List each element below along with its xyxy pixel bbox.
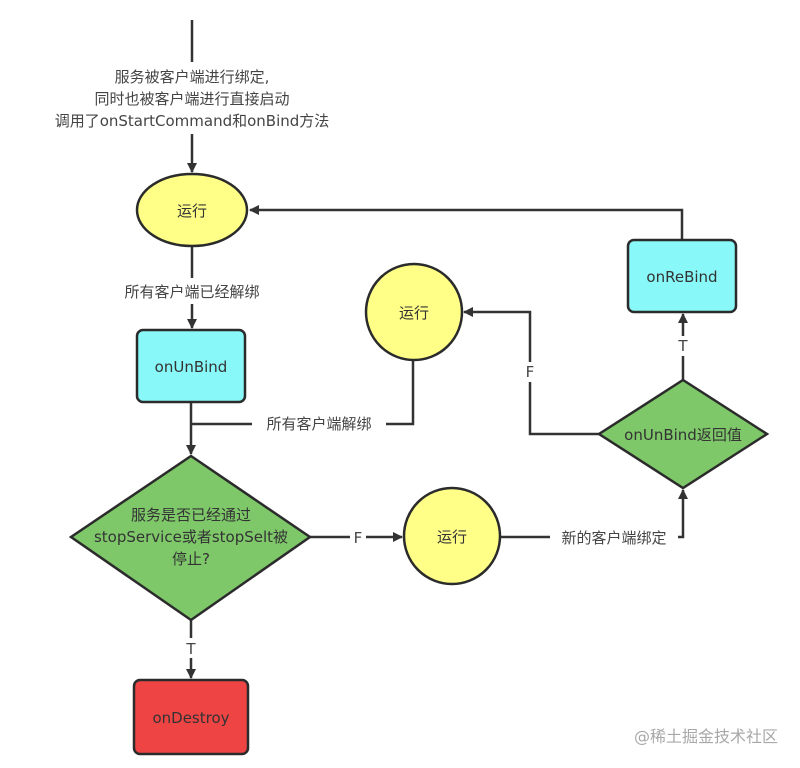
on-destroy-label: onDestroy (152, 709, 229, 727)
running-main-label: 运行 (177, 202, 207, 220)
edge-label-return-false: F (526, 363, 535, 381)
edge-label-all-clients-unbind: 所有客户端解绑 (266, 415, 371, 433)
on-rebind-box (626, 238, 738, 314)
stopped-decision-diamond (68, 454, 313, 622)
intro-label-line-3: 调用了onStartCommand和onBind方法 (55, 112, 330, 130)
node-running-waiting: 运行 (364, 262, 464, 362)
running-continue-circle (402, 486, 502, 586)
running-continue-label: 运行 (437, 528, 467, 546)
edge-label-bg (183, 638, 199, 658)
edge-rebind-to-running (249, 205, 684, 240)
node-on-destroy: onDestroy (132, 678, 250, 756)
unbind-return-label: onUnBind返回值 (624, 426, 742, 444)
stopped-decision-line-1: 服务是否已经通过 (131, 506, 251, 524)
on-rebind-label: onReBind (646, 268, 717, 286)
edge-label-bg (550, 527, 678, 547)
running-waiting-label: 运行 (399, 304, 429, 322)
running-main-ellipse (135, 172, 249, 248)
edge-label-bg (522, 362, 538, 382)
node-running-continue: 运行 (402, 486, 502, 586)
node-on-rebind: onReBind (626, 238, 738, 314)
intro-label: 服务被客户端进行绑定, 同时也被客户端进行直接启动 调用了onStartComm… (55, 68, 330, 130)
on-destroy-box (132, 678, 250, 756)
node-running-main: 运行 (135, 172, 249, 248)
intro-label-line-2: 同时也被客户端进行直接启动 (94, 90, 289, 108)
edge-label-decision-true: T (185, 640, 196, 658)
on-unbind-box (135, 328, 247, 404)
intro-label-line-1: 服务被客户端进行绑定, (115, 68, 270, 86)
node-on-unbind: onUnBind (135, 328, 247, 404)
unbind-return-diamond (596, 378, 770, 490)
node-unbind-return-decision: onUnBind返回值 (596, 378, 770, 490)
edge-label-decision-false: F (354, 529, 363, 547)
edge-label-bg (252, 412, 386, 434)
edge-label-bg (675, 336, 691, 356)
stopped-decision-line-3: 停止? (172, 550, 210, 568)
edge-label-bg (350, 527, 366, 547)
edge-label-return-true: T (677, 337, 688, 355)
running-waiting-circle (364, 262, 464, 362)
on-unbind-label: onUnBind (155, 358, 228, 376)
edge-label-new-client-bind: 新的客户端绑定 (561, 529, 666, 547)
watermark: @稀土掘金技术社区 (634, 727, 778, 746)
node-stopped-decision: 服务是否已经通过 stopService或者stopSelt被 停止? (68, 454, 313, 622)
stopped-decision-line-2: stopService或者stopSelt被 (94, 528, 288, 546)
edge-label-all-clients-unbound: 所有客户端已经解绑 (124, 283, 259, 301)
